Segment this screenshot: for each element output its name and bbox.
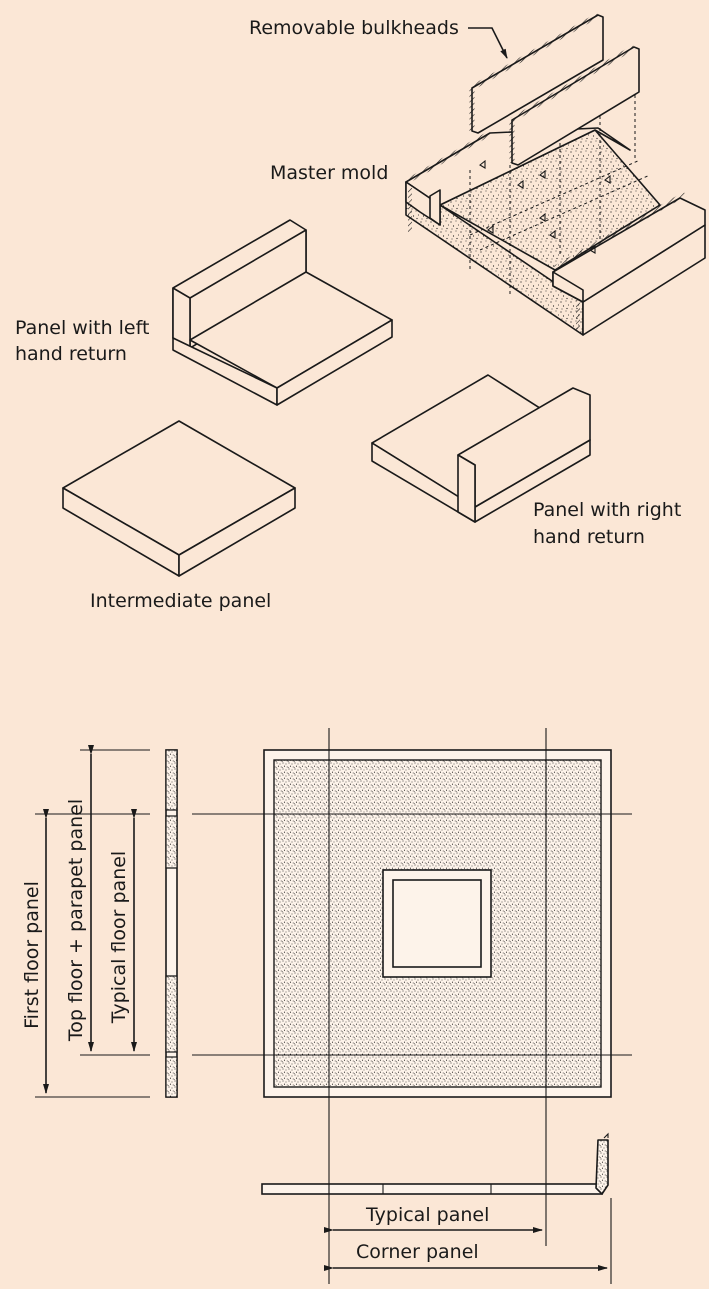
bottom-section-strip (261, 1132, 609, 1195)
first-floor-panel-label: First floor panel (21, 881, 43, 1029)
horizontal-dimensions (324, 1172, 612, 1284)
master-mold (404, 95, 706, 336)
panel-right-return-label-line1: Panel with right (533, 499, 682, 521)
elevation-view (192, 728, 632, 1172)
side-section-strip (165, 749, 178, 1098)
panel-left-return-label-line1: Panel with left (15, 317, 150, 339)
intermediate-panel-label: Intermediate panel (90, 590, 272, 612)
panel-left-return-label-line2: hand return (15, 343, 127, 365)
removable-bulkheads-label: Removable bulkheads (249, 17, 459, 39)
panel-right-return (371, 374, 591, 523)
typical-panel-label: Typical panel (366, 1204, 490, 1226)
typical-floor-panel-label: Typical floor panel (108, 850, 130, 1024)
panel-right-return-label-line2: hand return (533, 526, 645, 548)
master-mold-label: Master mold (270, 162, 389, 184)
removable-bulkheads (468, 12, 640, 166)
top-floor-parapet-panel-label: Top floor + parapet panel (65, 798, 87, 1042)
intermediate-panel (62, 420, 296, 577)
corner-panel-label: Corner panel (356, 1241, 479, 1263)
vertical-dimensions (35, 745, 150, 1098)
panel-left-return (172, 219, 393, 406)
